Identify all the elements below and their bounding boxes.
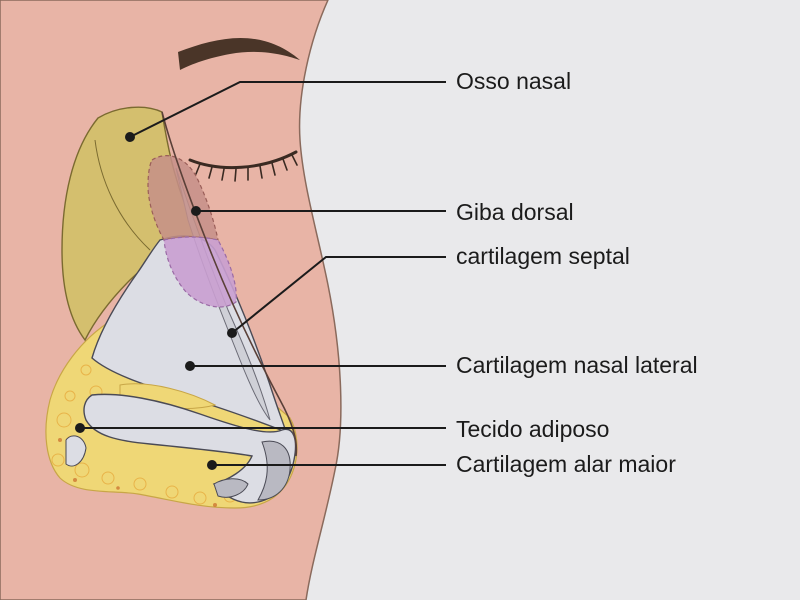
alar-cartilage bbox=[83, 393, 297, 504]
leader-dot-cartilagem-nasal-lateral bbox=[185, 361, 195, 371]
label-cartilagem-septal: cartilagem septal bbox=[456, 243, 630, 269]
dorsal-hump bbox=[147, 155, 219, 241]
leader-dots bbox=[75, 132, 237, 470]
label-osso-nasal: Osso nasal bbox=[456, 68, 572, 94]
leader-dot-cartilagem-septal bbox=[227, 328, 237, 338]
septal-hump-region bbox=[163, 236, 237, 308]
label-cartilagem-nasal-lateral: Cartilagem nasal lateral bbox=[456, 352, 698, 378]
nasal-dorsum-outline bbox=[161, 111, 298, 457]
leader-lines bbox=[80, 81, 446, 466]
leader-line-cartilagem-septal bbox=[231, 256, 446, 334]
leader-dot-cartilagem-alar-maior bbox=[207, 460, 217, 470]
leader-dot-osso-nasal bbox=[125, 132, 135, 142]
leader-dot-tecido-adiposo bbox=[75, 423, 85, 433]
closed-eye bbox=[188, 150, 298, 182]
eyebrow bbox=[178, 38, 300, 70]
leader-dot-giba-dorsal bbox=[191, 206, 201, 216]
sesamoid-cartilage bbox=[65, 435, 87, 467]
alar-cartilage-lobule bbox=[213, 478, 249, 498]
alar-cartilage-medial-crus bbox=[257, 440, 291, 501]
label-cartilagem-alar-maior: Cartilagem alar maior bbox=[456, 451, 676, 477]
label-tecido-adiposo: Tecido adiposo bbox=[456, 416, 610, 442]
label-giba-dorsal: Giba dorsal bbox=[456, 199, 574, 225]
nasal-bone-suture bbox=[94, 139, 151, 251]
leader-line-osso-nasal bbox=[129, 81, 446, 138]
